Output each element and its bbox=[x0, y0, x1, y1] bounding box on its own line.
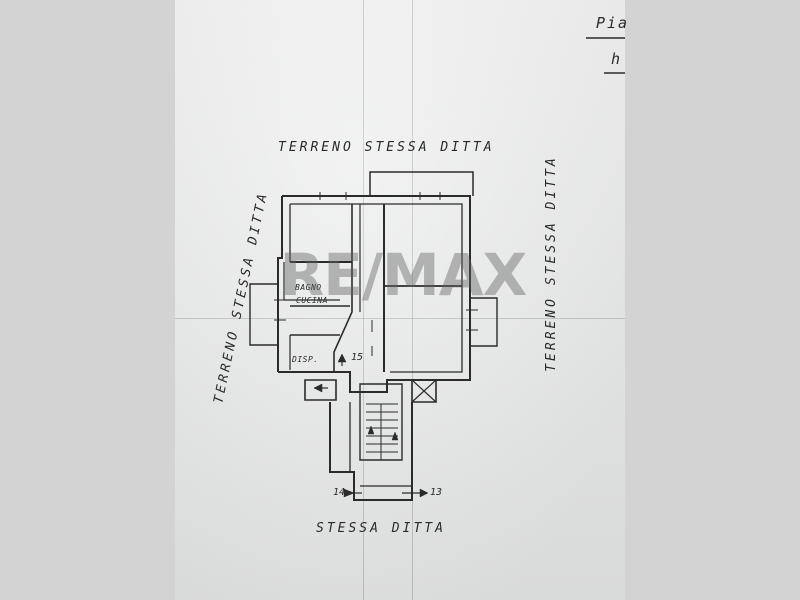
level-number-15: 15 bbox=[351, 352, 364, 363]
fold-line-horizontal bbox=[175, 318, 625, 319]
dimension-number-14: 14 bbox=[333, 487, 346, 498]
label-bottom: STESSA DITTA bbox=[316, 521, 446, 536]
watermark-logo: RE/MAX bbox=[279, 241, 528, 309]
header-text-second: h bbox=[611, 50, 623, 68]
fold-line-vertical-1 bbox=[363, 0, 364, 600]
dimension-number-13: 13 bbox=[430, 487, 443, 498]
label-terrain-top: TERRENO STESSA DITTA bbox=[278, 140, 495, 155]
background-left bbox=[0, 0, 175, 600]
header-text-top: Pia bbox=[596, 14, 630, 32]
background-right bbox=[625, 0, 800, 600]
fold-line-vertical-2 bbox=[412, 0, 413, 600]
room-label-bath: BAGNO bbox=[295, 283, 322, 292]
room-label-kitchen: CUCINA bbox=[296, 296, 328, 305]
room-label-storage: DISP. bbox=[292, 355, 319, 364]
label-terrain-right: TERRENO STESSA DITTA bbox=[543, 155, 559, 372]
